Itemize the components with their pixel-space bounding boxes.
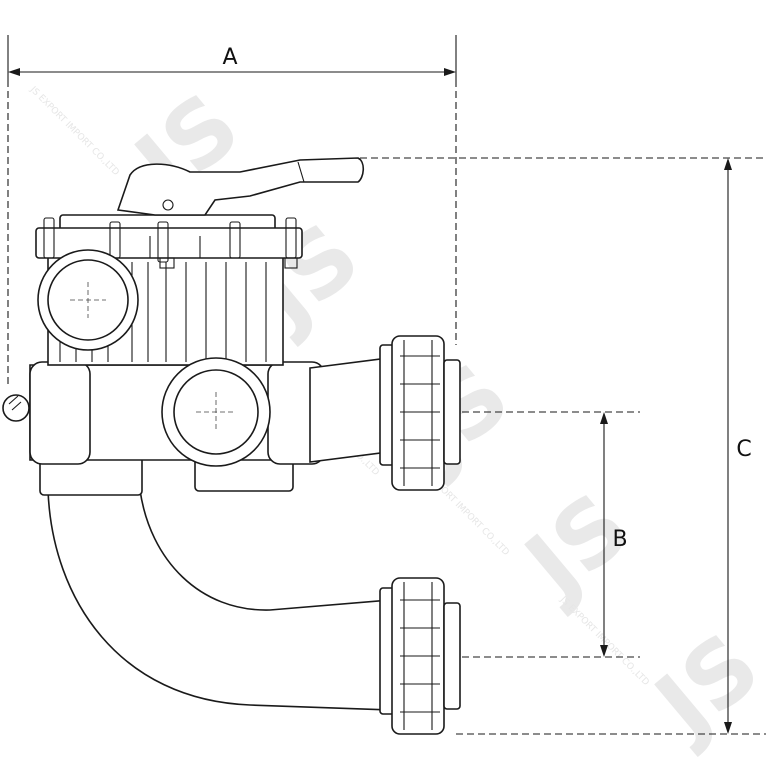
port-front [161, 357, 271, 467]
dimension-c: C [360, 157, 766, 735]
dimension-label-c: C [736, 437, 751, 462]
lower-union [379, 577, 461, 735]
arrow-head [724, 722, 732, 734]
side-pipe [309, 357, 389, 463]
arrow-head [724, 158, 732, 170]
handle-pin [162, 199, 174, 211]
left-boss [29, 361, 91, 465]
port-top-left [37, 249, 139, 351]
dimension-b: B [462, 411, 640, 658]
lid-tab [159, 257, 175, 269]
arrow-head [600, 412, 608, 424]
dimension-label-a: A [222, 45, 237, 70]
dimension-label-b: B [612, 527, 627, 552]
watermark-logo: JS [632, 613, 768, 760]
valve-handle [116, 157, 365, 216]
union-tail [443, 602, 461, 710]
arrow-head [8, 68, 20, 76]
handle-grip-line [297, 161, 305, 183]
housing-ribs [59, 262, 267, 362]
dimension-a: A [7, 35, 457, 385]
bypass-pipe [47, 489, 391, 711]
upper-union [379, 335, 461, 491]
lid-bolts [43, 217, 297, 263]
gauge-port [2, 394, 30, 422]
arrow-head [600, 645, 608, 657]
gauge-port-mark [11, 401, 22, 411]
union-nut [391, 335, 445, 491]
union-tail [443, 359, 461, 465]
multiport-valve [2, 157, 461, 735]
arrow-head [444, 68, 456, 76]
watermark-text: JS EXPORT IMPORT CO.,LTD [27, 84, 121, 178]
lid-tab [284, 257, 298, 269]
gauge-port-mark [8, 395, 19, 405]
